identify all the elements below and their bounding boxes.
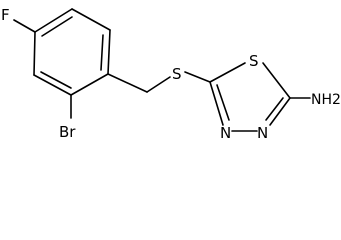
atom-label-bromine: Br [59, 123, 76, 141]
atom-label-nitrogen-4: N [220, 124, 231, 142]
bond-ring-c6-c5 [33, 74, 72, 96]
atom-label-amine: NH2 [311, 92, 341, 108]
atom-label-nitrogen-3: N [257, 124, 268, 142]
bond-ring-double-c2-c1 [100, 34, 104, 71]
bond-ring-c3-c2 [71, 8, 111, 31]
bond-ch2-s [146, 76, 171, 93]
bond-ring-c5-c4 [33, 31, 36, 76]
bond-c2-n3-double [265, 97, 284, 121]
atom-label-fluorine: F [1, 6, 10, 24]
atom-label-sulfur-thioether: S [172, 65, 182, 83]
bond-c5-s1 [209, 62, 246, 83]
bond-ring-c2-c1 [107, 29, 111, 75]
bond-ring-double-c6-c5 [40, 71, 72, 89]
bond-ring-double-c4-c3 [41, 16, 73, 37]
bond-c-ch2 [107, 73, 148, 93]
thiadiazole-ring [209, 62, 291, 132]
atom-label-sulfur-ring: S [249, 52, 259, 70]
bond-c-f [13, 19, 36, 33]
benzene-ring [33, 8, 111, 96]
bond-n4-c5 [209, 81, 224, 126]
bond-s-c5 [184, 71, 211, 83]
bond-c2-n3 [269, 97, 291, 126]
structure-diagram: F Br S S N N NH2 [1, 6, 341, 142]
bond-ring-c1-c6 [70, 73, 109, 96]
bond-ring-c4-c3 [34, 8, 73, 33]
bond-s1-c2 [262, 62, 291, 99]
bond-n4-c5-double [216, 84, 230, 121]
